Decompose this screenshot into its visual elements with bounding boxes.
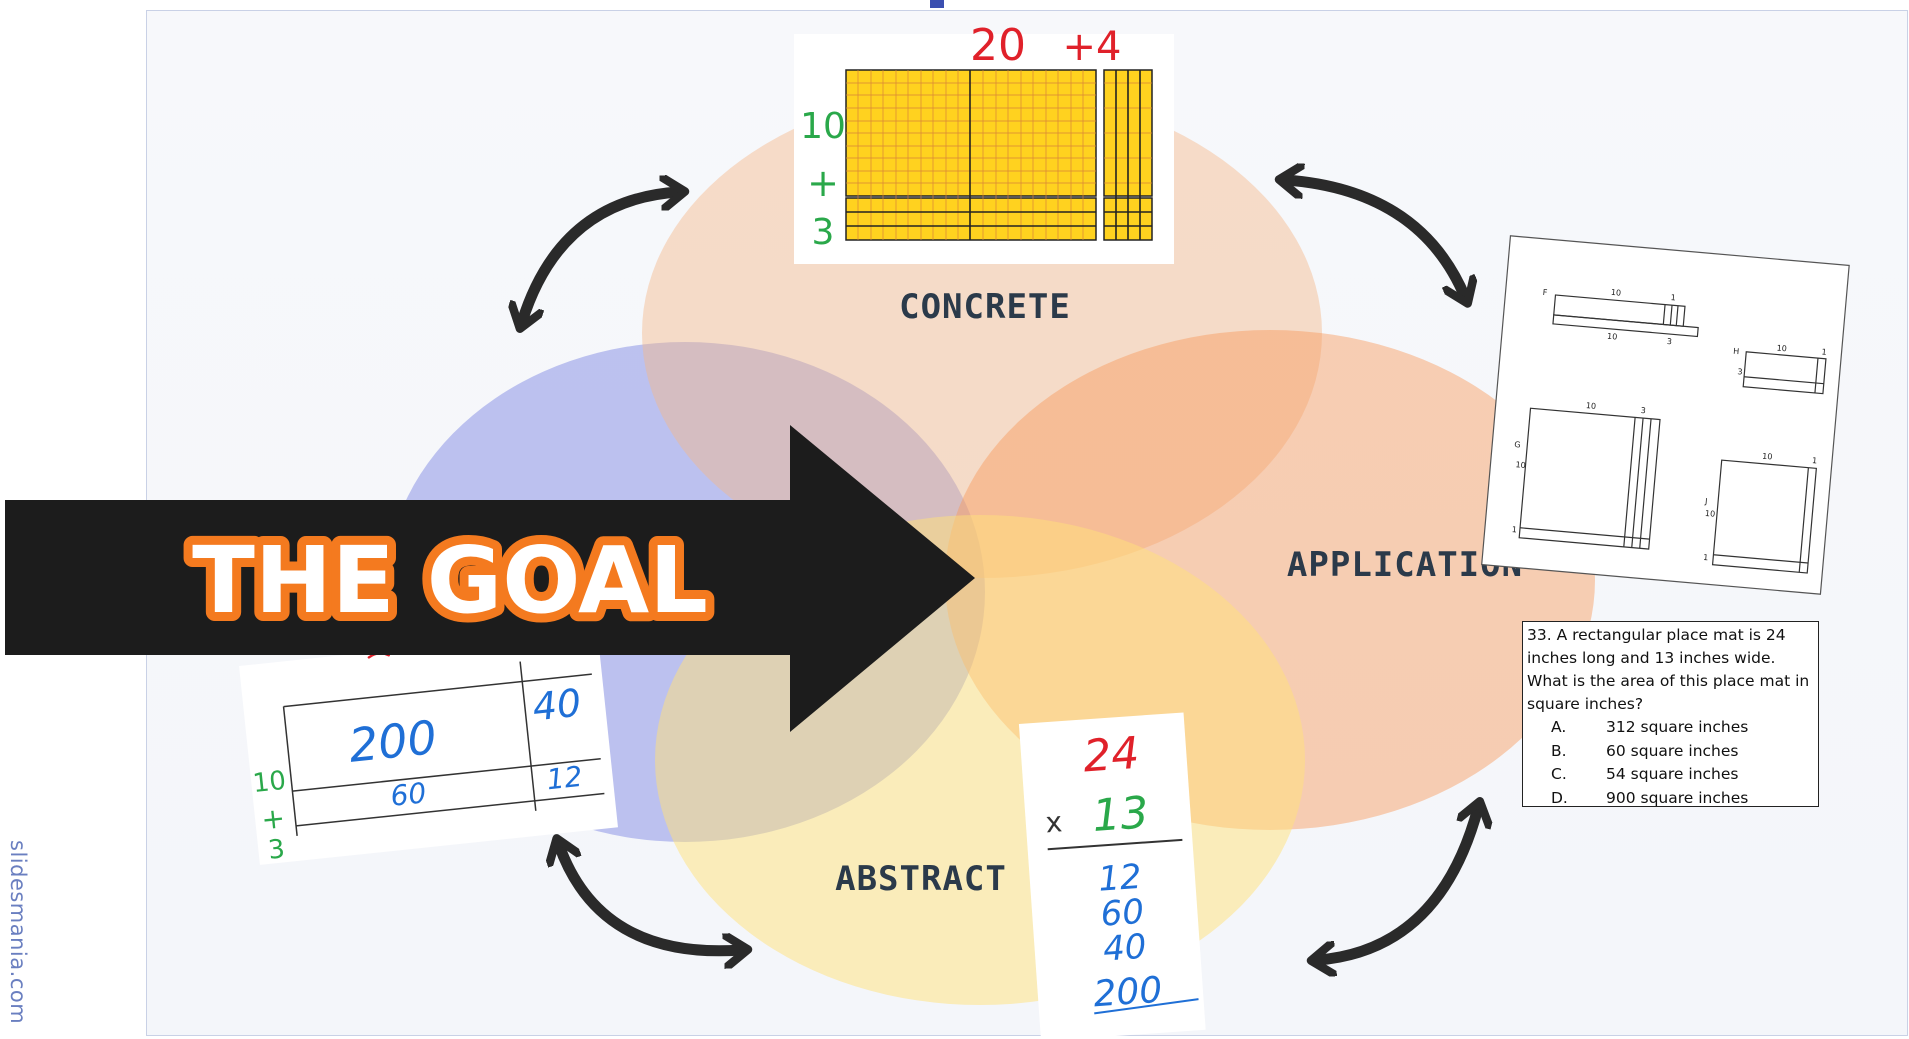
concrete-side-label-plus: + — [807, 161, 839, 205]
worksheet-item-g-letter: G — [1514, 440, 1521, 450]
label-concrete: CONCRETE — [899, 287, 1071, 327]
question-option: A. 312 square inches — [1527, 716, 1814, 740]
option-text: 60 square inches — [1606, 741, 1739, 760]
concrete-top-label-tens: 20 — [970, 20, 1026, 71]
option-letter: C. — [1551, 765, 1567, 783]
area-model-side-tens: 10 — [251, 766, 287, 799]
worksheet-item-f-num-3: 10 — [1607, 332, 1618, 342]
worksheet-item-h-letter: H — [1733, 347, 1740, 356]
worksheet-item-g-num-2: 3 — [1640, 406, 1646, 415]
worksheet-item-g-num-4: 1 — [1511, 525, 1517, 534]
arrow-bottom-right — [1318, 808, 1478, 960]
question-stem: 33. A rectangular place mat is 24 inches… — [1527, 626, 1810, 713]
worksheet-item-h-num-3: 3 — [1737, 367, 1743, 376]
area-model-side-plus: + — [260, 801, 287, 836]
area-model-card: 200 40 60 12 10 + 3 — [239, 628, 618, 866]
area-model-side-ones: 3 — [267, 834, 287, 866]
concrete-side-label-ones: 3 — [812, 212, 835, 253]
goal-text: THE GOAL — [192, 527, 708, 634]
question-option: B. 60 square inches — [1527, 740, 1814, 764]
label-abstract: ABSTRACT — [835, 859, 1007, 899]
concrete-base-ten-model: 20 +4 10 + 3 — [794, 20, 1174, 264]
application-worksheet: F 10 1 10 3 H 10 1 3 G 10 3 10 1 J 10 1 … — [1481, 235, 1850, 595]
mult-partial-2: 60 — [1099, 892, 1145, 935]
mult-partial-1: 12 — [1097, 857, 1143, 900]
concrete-top-label-ones: +4 — [1063, 24, 1122, 70]
option-text: 900 square inches — [1606, 788, 1749, 807]
worksheet-item-g-num-1: 10 — [1586, 401, 1597, 411]
vertical-multiplication-card: 24 x 13 12 60 40 200 — [1018, 712, 1206, 1039]
worksheet-item-j-letter: J — [1704, 497, 1708, 506]
worksheet-item-f-num-2: 1 — [1670, 293, 1676, 302]
worksheet-item-j-num-1: 10 — [1762, 452, 1773, 462]
worksheet-item-j-num-4: 1 — [1703, 553, 1709, 562]
worksheet-item-g-num-3: 10 — [1515, 460, 1526, 470]
worksheet-item-f-num-1: 10 — [1611, 288, 1622, 298]
option-text: 312 square inches — [1606, 718, 1749, 736]
mult-operator: x — [1044, 805, 1063, 839]
goal-arrow: THE GOAL THE GOAL — [5, 425, 975, 732]
concrete-side-label-tens: 10 — [800, 106, 846, 147]
goal-text-outline: THE GOAL — [192, 527, 708, 634]
worksheet-item-h-num-2: 1 — [1821, 347, 1827, 356]
arrow-top-right — [1286, 180, 1465, 297]
worksheet-item-h-num-1: 10 — [1776, 343, 1787, 353]
arrow-bottom-left — [559, 845, 741, 951]
option-letter: D. — [1551, 788, 1568, 807]
slide-title-accent — [930, 0, 944, 8]
area-model-cell-40: 40 — [531, 681, 584, 730]
cycle-arrows — [522, 180, 1478, 960]
mult-multiplier: 13 — [1091, 787, 1150, 842]
mult-multiplicand: 24 — [1082, 728, 1141, 783]
mult-partial-3: 40 — [1102, 927, 1148, 970]
option-text: 54 square inches — [1606, 765, 1739, 783]
worksheet-item-j-num-2: 1 — [1812, 456, 1818, 465]
worksheet-item-f-letter: F — [1542, 288, 1548, 297]
area-model-cell-12: 12 — [545, 760, 584, 797]
option-letter: B. — [1551, 741, 1567, 760]
area-model-cell-200: 200 — [346, 710, 439, 773]
application-question-box: 33. A rectangular place mat is 24 inches… — [1522, 621, 1819, 807]
option-letter: A. — [1551, 718, 1567, 736]
arrow-top-left — [522, 192, 678, 322]
question-option: D. 900 square inches — [1527, 787, 1814, 811]
worksheet-item-f-num-4: 3 — [1666, 337, 1672, 346]
question-option: C. 54 square inches — [1527, 763, 1814, 787]
mult-partial-4: 200 — [1092, 970, 1163, 1016]
worksheet-item-j-num-3: 10 — [1705, 509, 1716, 519]
area-model-cell-60: 60 — [389, 776, 428, 813]
